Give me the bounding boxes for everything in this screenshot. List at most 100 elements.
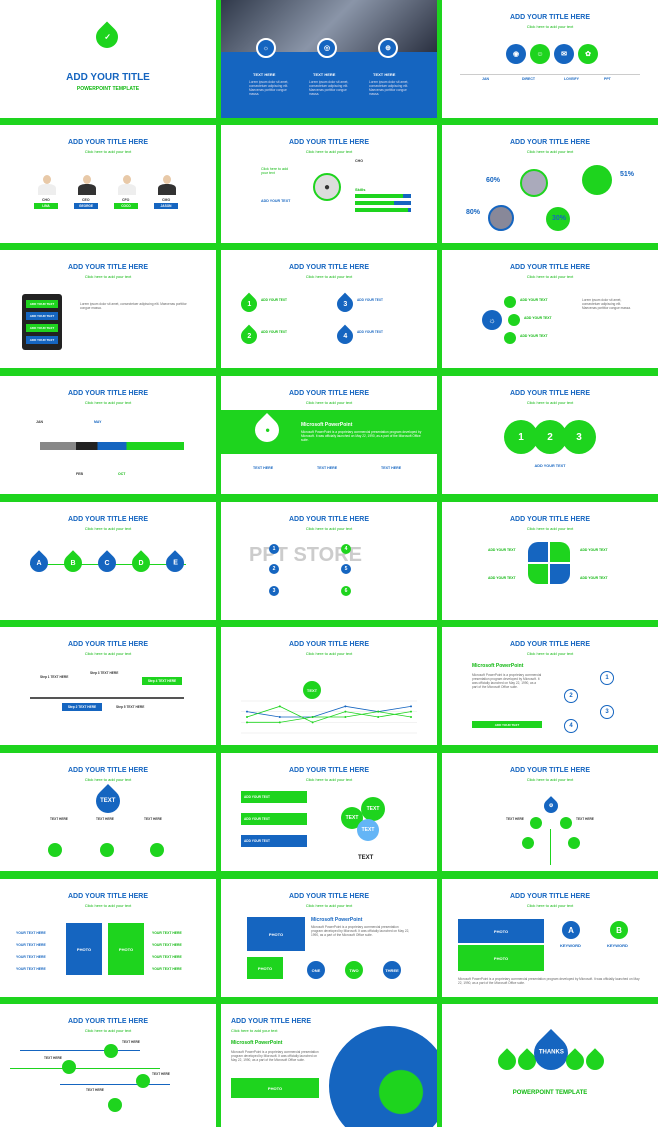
drop-b: B xyxy=(60,550,86,576)
series-2-point-1 xyxy=(246,716,248,718)
slide-cover[interactable]: ✓ ADD YOUR TITLE POWERPOINT TEMPLATE xyxy=(0,0,216,118)
slide-quad[interactable]: ADD YOUR TITLE HERE Click here to add yo… xyxy=(442,502,658,620)
slide-text-hub[interactable]: ADD YOUR TITLE HERE Click here to add yo… xyxy=(0,753,216,871)
hub-node-2 xyxy=(100,843,114,857)
slide-title: ADD YOUR TITLE HERE xyxy=(510,767,590,774)
num-1: 1 xyxy=(269,544,279,554)
tablet-row-2: ADD YOUR TEXT xyxy=(26,312,58,320)
slide-one-two-three[interactable]: ADD YOUR TITLE HERE Click here to add yo… xyxy=(221,879,437,997)
slide-subtitle: Click here to add your text xyxy=(84,903,132,908)
quad-text-4: ADD YOUR TEXT xyxy=(580,576,608,580)
photo-blue: PHOTO xyxy=(66,923,102,975)
slide-thanks[interactable]: THANKS POWERPOINT TEMPLATE xyxy=(442,1004,658,1127)
skill-fill-2 xyxy=(355,201,395,205)
photo-circle-1 xyxy=(520,169,548,197)
ott-photo-2: PHOTO xyxy=(247,957,283,979)
drop-logo-icon: ✓ xyxy=(91,21,123,53)
slide-title: ADD YOUR TITLE HERE xyxy=(68,641,148,648)
series-3-point-5 xyxy=(377,710,380,713)
slide-subtitle: Click here to add your text xyxy=(305,777,353,782)
hub-text-3: TEXT HERE xyxy=(144,817,162,821)
quad-text-3: ADD YOUR TEXT xyxy=(488,576,516,580)
slide-icons-list[interactable]: ADD YOUR TITLE HERE Click here to add yo… xyxy=(442,250,658,368)
series-1-point-4 xyxy=(344,705,347,708)
kw-a-label: KEYWORD xyxy=(560,943,581,948)
slide-title: ADD YOUR TITLE HERE xyxy=(68,1018,148,1025)
banner-title: Microsoft PowerPoint xyxy=(301,422,353,428)
slide-timeline[interactable]: ADD YOUR TITLE HERE Click here to add yo… xyxy=(0,376,216,494)
slide-abcde[interactable]: ADD YOUR TITLE HERE Click here to add yo… xyxy=(0,502,216,620)
ms-text-2: TEXT HERE xyxy=(317,466,338,470)
kw-b: B xyxy=(610,921,628,939)
tl-may: MAY xyxy=(94,420,102,424)
org-drop: ⚙ xyxy=(541,796,561,816)
wechat-icon: ✉ xyxy=(554,44,574,64)
skill-fill-1 xyxy=(355,194,403,198)
branch-node-2 xyxy=(62,1060,76,1074)
branch-text-1: TEXT HERE xyxy=(122,1040,140,1044)
slide-subtitle: Click here to add your text xyxy=(305,651,353,656)
drop-c: C xyxy=(94,550,120,576)
skill-bar-3 xyxy=(355,208,411,212)
big-circle-3: 3 xyxy=(562,420,596,454)
slide-title: ADD YOUR TITLE HERE xyxy=(510,264,590,271)
slide-photos[interactable]: ADD YOUR TITLE HERE Click here to add yo… xyxy=(0,879,216,997)
banner-body: Microsoft PowerPoint is a proprietary co… xyxy=(301,430,422,442)
org-node-2 xyxy=(560,817,572,829)
slide-org[interactable]: ADD YOUR TITLE HERE Click here to add yo… xyxy=(442,753,658,871)
slide-handshake[interactable]: ☼ ◎ ⊕ TEXT HERE TEXT HERE TEXT HERE Lore… xyxy=(221,0,437,118)
slide-keywords[interactable]: ADD YOUR TITLE HERE Click here to add yo… xyxy=(442,879,658,997)
body-1: Lorem ipsum dolor sit amet, consectetuer… xyxy=(249,80,289,96)
slide-skills[interactable]: ADD YOUR TITLE HERE Click here to add yo… xyxy=(221,125,437,243)
add-text: ADD YOUR TEXT xyxy=(261,199,291,203)
slide-line-chart[interactable]: ADD YOUR TITLE HERE Click here to add yo… xyxy=(221,627,437,745)
num-4: 4 xyxy=(341,544,351,554)
slide-title: ADD YOUR TITLE HERE xyxy=(510,893,590,900)
slide-team[interactable]: ADD YOUR TITLE HERE Click here to add yo… xyxy=(0,125,216,243)
slide-globe[interactable]: ADD YOUR TITLE HERE Click here to add yo… xyxy=(221,1004,437,1127)
s3-label-4: PPT xyxy=(604,77,611,81)
drop-4: 4 xyxy=(333,324,357,348)
slide-subtitle: Click here to add your text xyxy=(526,400,574,405)
slide-tablet[interactable]: ADD YOUR TITLE HERE Click here to add yo… xyxy=(0,250,216,368)
drop-2: 2 xyxy=(237,324,261,348)
step-3: Step 2 TEXT HERE xyxy=(62,703,102,711)
num-3: 3 xyxy=(269,586,279,596)
step-5: Step 5 TEXT HERE xyxy=(116,705,145,709)
slide-funnel[interactable]: ADD YOUR TITLE HERE Click here to add yo… xyxy=(221,753,437,871)
slide-numbered-drops[interactable]: ADD YOUR TITLE HERE Click here to add yo… xyxy=(221,250,437,368)
slide-social[interactable]: ADD YOUR TITLE HERE Click here to add yo… xyxy=(442,0,658,118)
team-name-1: LINA xyxy=(34,203,58,209)
hub-text-2: TEXT HERE xyxy=(96,817,114,821)
slide-title: ADD YOUR TITLE HERE xyxy=(289,139,369,146)
slide-subtitle: Click here to add your text xyxy=(526,651,574,656)
slide-ms-banner[interactable]: ADD YOUR TITLE HERE Click here to add yo… xyxy=(221,376,437,494)
slide-branches[interactable]: ADD YOUR TITLE HERE Click here to add yo… xyxy=(0,1004,216,1127)
text-here-3: TEXT HERE xyxy=(373,72,396,77)
click-text: Click here to add your text xyxy=(261,167,288,176)
series-3-point-4 xyxy=(344,716,347,718)
branch-node-3 xyxy=(136,1074,150,1088)
kw-ms-body: Microsoft PowerPoint is a proprietary co… xyxy=(458,977,640,985)
globe-subtitle: Click here to add your text xyxy=(231,1028,278,1033)
branch-node-1 xyxy=(104,1044,118,1058)
slide-tree[interactable]: ADD YOUR TITLE HERE Click here to add yo… xyxy=(442,627,658,745)
slide-steps[interactable]: ADD YOUR TITLE HERE Click here to add yo… xyxy=(0,627,216,745)
thanks-drop-1 xyxy=(494,1048,520,1074)
slide-subtitle: Click here to add your text xyxy=(84,777,132,782)
team-photo-1 xyxy=(36,173,58,195)
slide-123[interactable]: ADD YOUR TITLE HERE Click here to add yo… xyxy=(442,376,658,494)
ott-three: THREE xyxy=(383,961,401,979)
tree-node-1: 1 xyxy=(600,671,614,685)
ytext-r1: YOUR TEXT HERE xyxy=(152,931,182,935)
kw-photo-1: PHOTO xyxy=(458,919,544,943)
series-2-point-2 xyxy=(278,705,281,708)
thanks-sub: POWERPOINT TEMPLATE xyxy=(512,1090,588,1096)
s3-label-1: JAN xyxy=(482,77,490,81)
series-1-point-1 xyxy=(246,710,248,713)
tree-node-2: 2 xyxy=(564,689,578,703)
slide-title: ADD YOUR TITLE HERE xyxy=(68,390,148,397)
slide-percent[interactable]: ADD YOUR TITLE HERE Click here to add yo… xyxy=(442,125,658,243)
org-stem xyxy=(550,829,551,865)
slide-six-items[interactable]: ADD YOUR TITLE HERE Click here to add yo… xyxy=(221,502,437,620)
